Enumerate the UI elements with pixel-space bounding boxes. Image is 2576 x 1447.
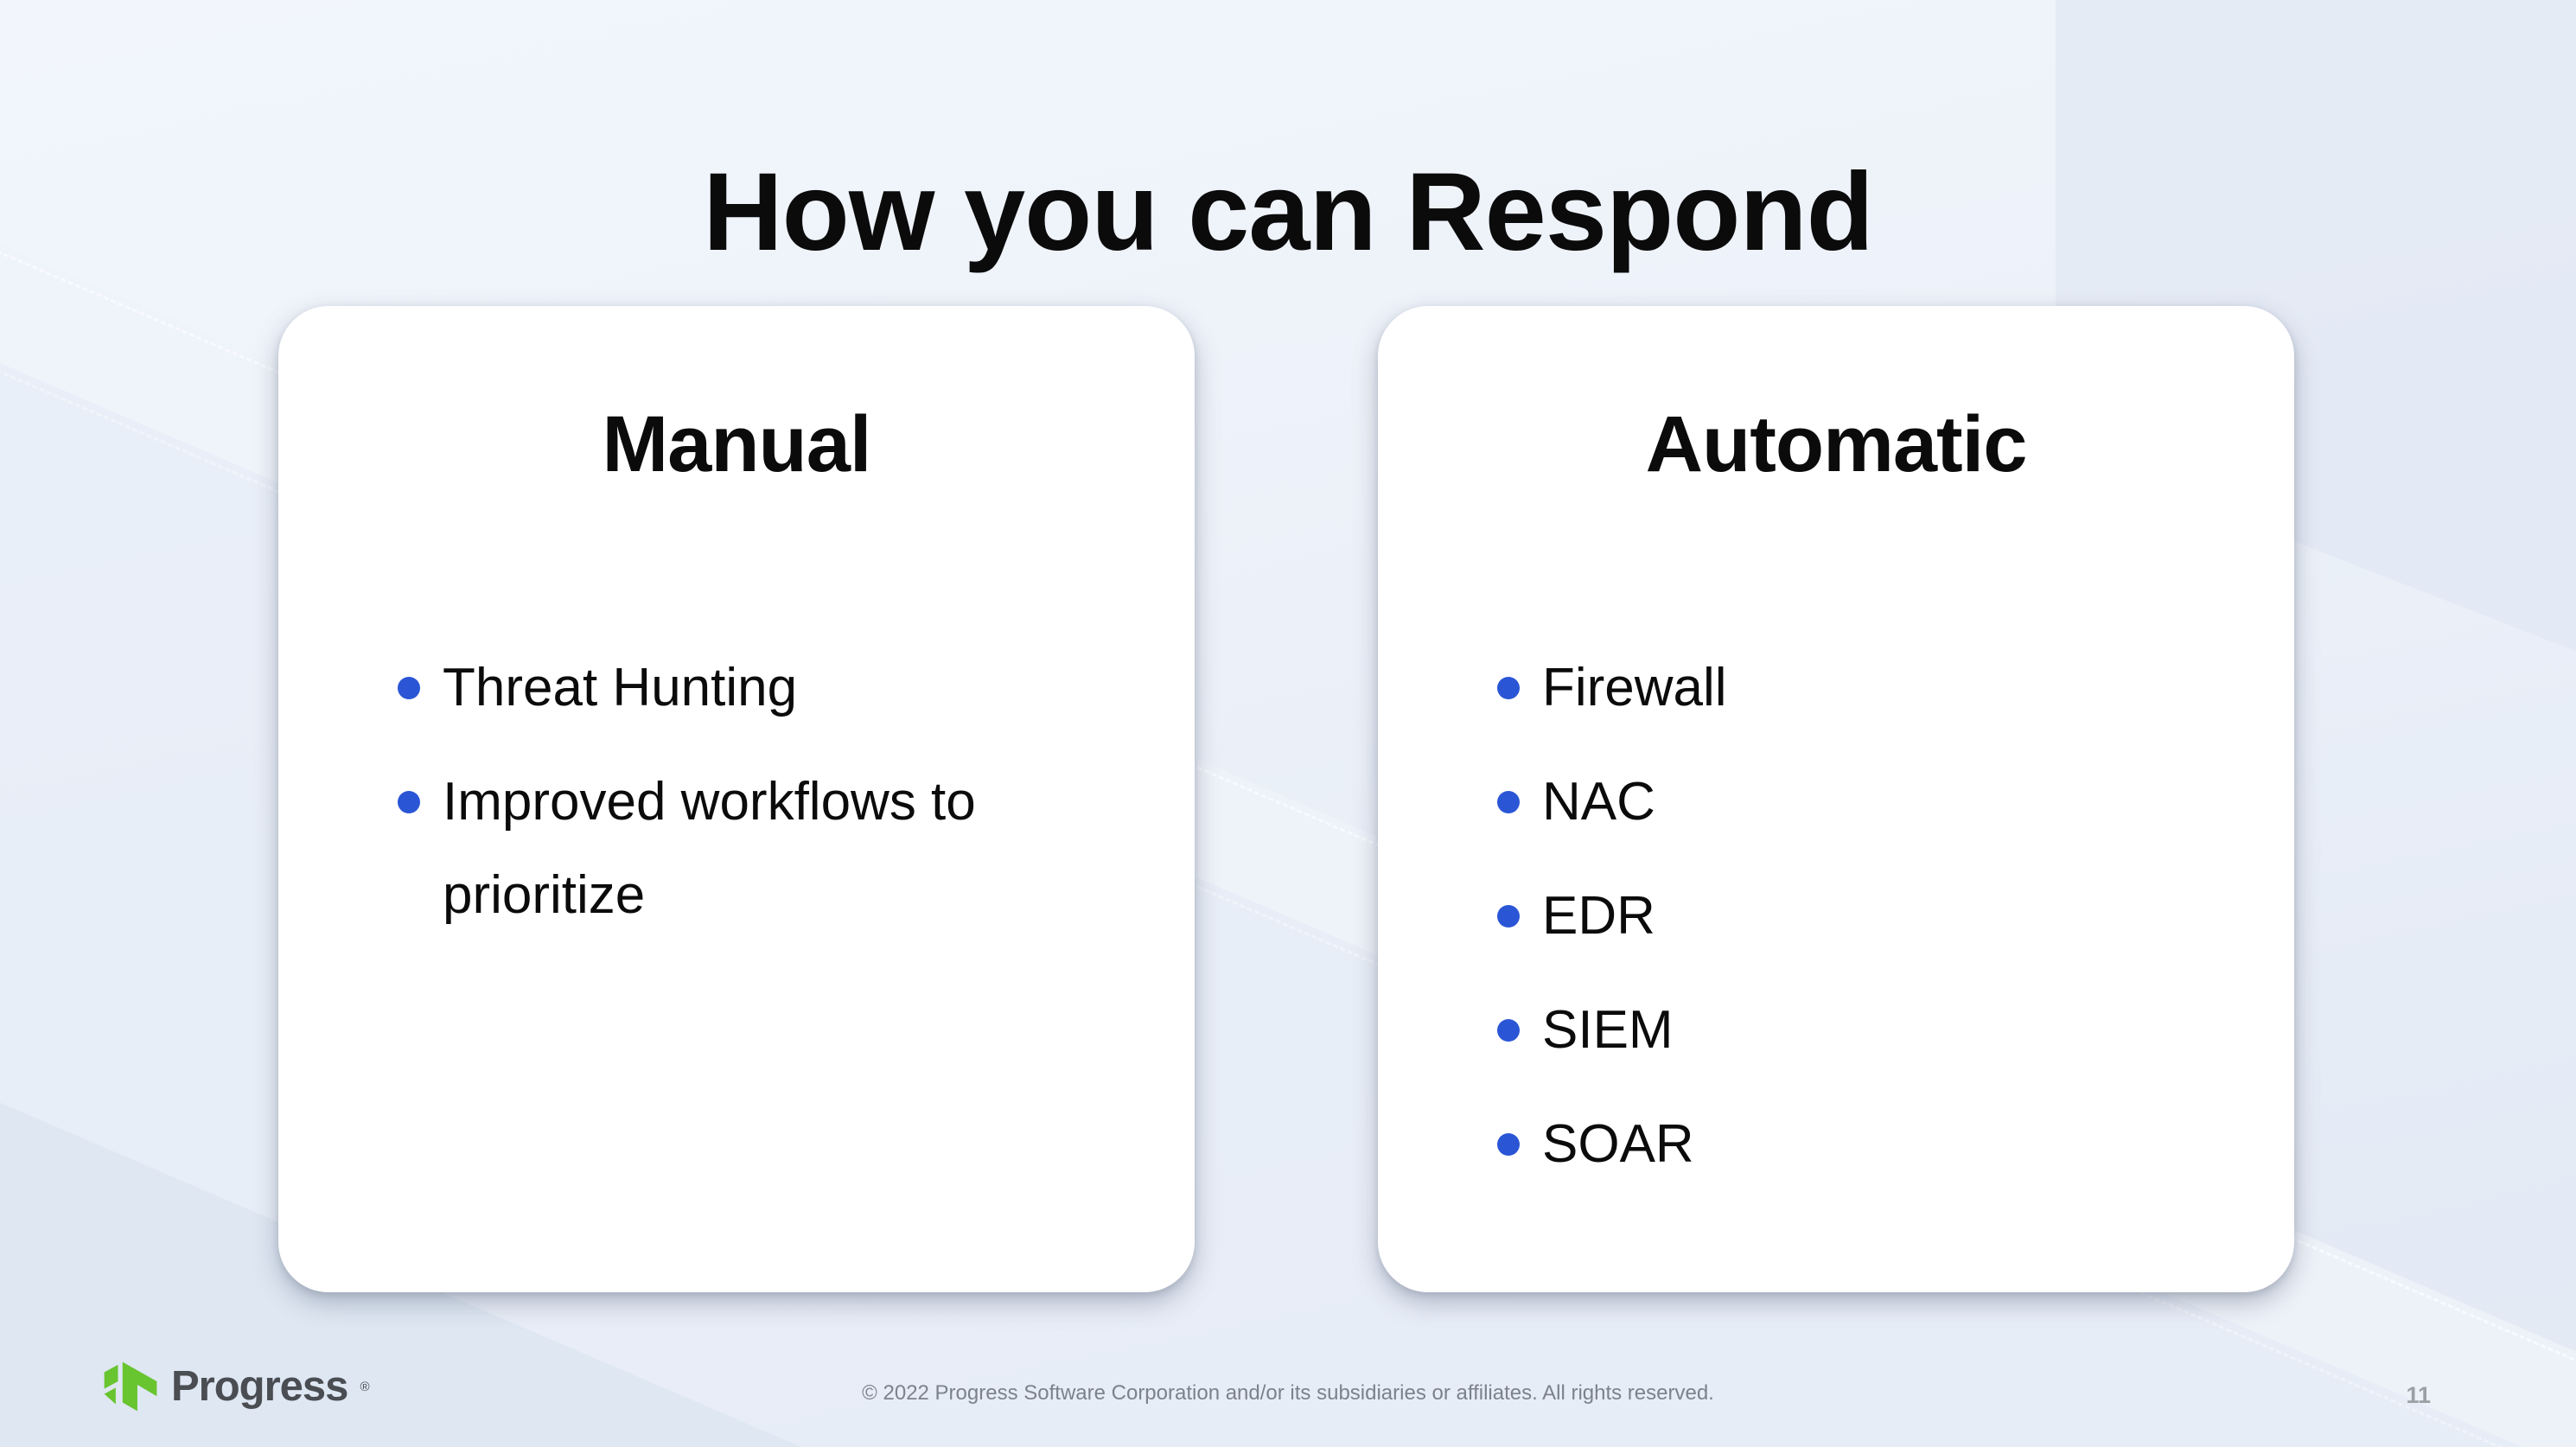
copyright-text: © 2022 Progress Software Corporation and… — [862, 1381, 1714, 1405]
list-item: EDR — [1497, 870, 2139, 963]
list-item-text: EDR — [1542, 885, 1655, 946]
list-item: SOAR — [1497, 1098, 2139, 1191]
card-automatic-list: Firewall NAC EDR SIEM SOAR — [1497, 641, 2251, 1211]
list-item: Threat Hunting — [398, 641, 1039, 735]
progress-logo: Progress ® — [102, 1361, 370, 1412]
list-item: SIEM — [1497, 984, 2139, 1077]
list-item-text: SOAR — [1542, 1113, 1694, 1174]
list-item: Improved workflows to prioritize — [398, 755, 1039, 942]
page-title: How you can Respond — [703, 150, 1874, 274]
bullet-dot-icon — [398, 677, 420, 699]
card-automatic: Automatic Firewall NAC EDR SIEM SOAR — [1378, 306, 2294, 1292]
page-number: 11 — [2406, 1382, 2431, 1408]
card-manual-list: Threat Hunting Improved workflows to pri… — [398, 641, 1151, 963]
list-item-text: Firewall — [1542, 658, 1727, 717]
list-item-text: SIEM — [1542, 999, 1674, 1060]
list-item-text: Threat Hunting — [443, 658, 798, 717]
bullet-dot-icon — [1497, 1132, 1520, 1156]
bullet-dot-icon — [1497, 904, 1520, 927]
card-manual: Manual Threat Hunting Improved workflows… — [278, 306, 1195, 1292]
list-item: NAC — [1497, 755, 2139, 849]
logo-wordmark: Progress — [171, 1363, 348, 1410]
card-manual-title: Manual — [602, 400, 872, 488]
bullet-dot-icon — [398, 790, 420, 813]
list-item-text: Improved workflows to prioritize — [443, 771, 976, 925]
bullet-dot-icon — [1497, 1018, 1520, 1042]
progress-chevron-icon — [104, 1361, 157, 1412]
footer: Progress ® © 2022 Progress Software Corp… — [0, 1335, 2576, 1447]
registered-trademark-mark: ® — [360, 1379, 370, 1394]
card-automatic-title: Automatic — [1645, 400, 2028, 488]
bullet-dot-icon — [1497, 790, 1520, 813]
bullet-dot-icon — [1497, 677, 1520, 699]
list-item: Firewall — [1497, 641, 2139, 735]
list-item-text: NAC — [1542, 771, 1655, 832]
